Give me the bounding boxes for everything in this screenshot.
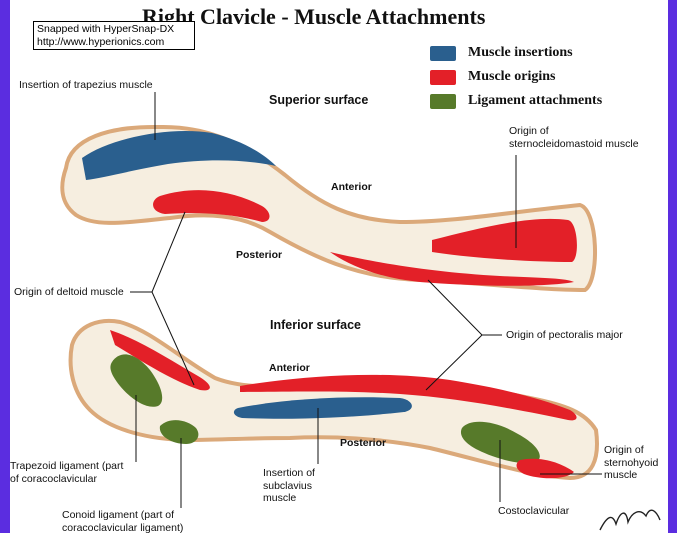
superior-surface-heading: Superior surface <box>269 93 368 107</box>
legend-label-origins: Muscle origins <box>468 69 556 85</box>
legend-swatch-ligaments <box>430 94 456 109</box>
legend-item-insertions: Muscle insertions <box>430 44 573 62</box>
label-conoid-line-2: coracoclavicular ligament) <box>62 522 183 533</box>
posterior-label-inferior: Posterior <box>340 437 386 450</box>
legend-item-ligaments: Ligament attachments <box>430 92 602 110</box>
label-sternohyoid-line-3: muscle <box>604 469 658 482</box>
legend-label-ligaments: Ligament attachments <box>468 93 602 109</box>
anterior-label-inferior: Anterior <box>269 362 310 375</box>
leader-pectoralis <box>428 280 502 335</box>
posterior-label-superior: Posterior <box>236 249 282 262</box>
label-subclavius-line-1: Insertion of <box>263 467 315 480</box>
label-deltoid-origin: Origin of deltoid muscle <box>14 286 124 299</box>
label-scm-line-1: Origin of <box>509 125 639 138</box>
label-sternohyoid-line-1: Origin of <box>604 444 658 457</box>
label-costoclavicular-ligament: Costoclavicular <box>498 505 569 518</box>
label-conoid-line-1: Conoid ligament (part of <box>62 509 183 522</box>
inferior-clavicle <box>71 321 597 478</box>
label-trapezoid-line-2: of coracoclavicular <box>10 473 123 486</box>
label-subclavius-line-3: muscle <box>263 492 315 505</box>
anterior-label-superior: Anterior <box>331 181 372 194</box>
superior-clavicle <box>62 127 595 290</box>
snapshot-line-1: Snapped with HyperSnap-DX <box>37 23 191 36</box>
label-sternohyoid-origin: Origin of sternohyoid muscle <box>604 444 658 482</box>
label-subclavius-insertion: Insertion of subclavius muscle <box>263 467 315 505</box>
legend-item-origins: Muscle origins <box>430 68 556 86</box>
leader-deltoid <box>152 212 185 292</box>
label-sternohyoid-line-2: sternohyoid <box>604 457 658 470</box>
label-scm-line-2: sternocleidomastoid muscle <box>509 138 639 151</box>
figure-frame: Right Clavicle - Muscle Attachments Snap… <box>10 0 668 533</box>
label-sternocleidomastoid-origin: Origin of sternocleidomastoid muscle <box>509 125 639 150</box>
label-trapezius-insertion: Insertion of trapezius muscle <box>19 79 153 92</box>
label-trapezoid-line-1: Trapezoid ligament (part <box>10 460 123 473</box>
legend-swatch-insertions <box>430 46 456 61</box>
legend-swatch-origins <box>430 70 456 85</box>
artist-signature <box>600 510 660 530</box>
label-pectoralis-origin: Origin of pectoralis major <box>506 329 623 342</box>
snapshot-watermark: Snapped with HyperSnap-DX http://www.hyp… <box>33 21 195 50</box>
label-trapezoid-ligament: Trapezoid ligament (part of coracoclavic… <box>10 460 123 485</box>
legend-label-insertions: Muscle insertions <box>468 45 573 61</box>
label-subclavius-line-2: subclavius <box>263 480 315 493</box>
inferior-surface-heading: Inferior surface <box>270 318 361 332</box>
snapshot-line-2: http://www.hyperionics.com <box>37 36 191 49</box>
label-conoid-ligament: Conoid ligament (part of coracoclavicula… <box>62 509 183 533</box>
